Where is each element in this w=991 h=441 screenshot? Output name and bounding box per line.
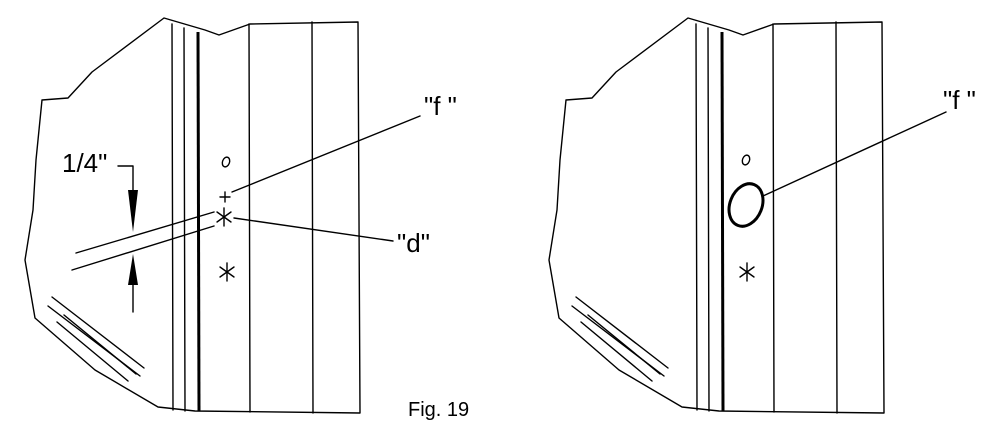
right-hatch-4 [587, 314, 661, 375]
left-callout-d-label: "d" [397, 228, 430, 258]
right-hatch-3 [580, 321, 653, 382]
left-angled-line-upper [75, 211, 215, 254]
left-hatch-4 [63, 314, 137, 375]
right-hatch-1 [575, 296, 669, 369]
left-callout-f-label: "f " [424, 91, 457, 121]
left-rail-3 [248, 23, 251, 413]
right-rail-1 [695, 23, 698, 411]
right-panel: "f " [548, 17, 976, 414]
left-callout-f-leader [231, 115, 421, 193]
right-rail-thick [720, 31, 725, 412]
dimension-quarter-inch [117, 165, 138, 313]
left-asterisk-marker-d [216, 207, 232, 227]
left-rail-thick [196, 31, 201, 412]
left-panel-outline [24, 17, 361, 414]
right-rail-2 [707, 27, 710, 412]
right-callout-f-leader [762, 111, 947, 197]
left-hatch-1 [51, 296, 145, 369]
right-asterisk-marker-lower [739, 262, 755, 282]
figure-caption: Fig. 19 [408, 399, 469, 421]
right-callout-f-label: "f " [943, 85, 976, 115]
left-callout-d-leader [233, 217, 394, 242]
dimension-label: 1/4" [62, 148, 107, 178]
left-rail-2 [183, 27, 186, 412]
left-angled-line-lower [71, 225, 215, 271]
left-hatch-3 [56, 321, 129, 382]
right-rail-3 [772, 23, 775, 413]
right-panel-outline [548, 17, 885, 414]
left-rail-4 [311, 21, 314, 414]
left-hole-marker [221, 156, 231, 168]
left-plus-mark [219, 191, 231, 203]
left-rail-1 [171, 23, 174, 411]
right-hole-marker [741, 154, 751, 166]
right-drilled-hole-f [727, 182, 765, 228]
left-asterisk-marker-lower [219, 262, 235, 282]
left-panel: 1/4" "f " "d" [24, 17, 457, 414]
right-rail-4 [835, 21, 838, 414]
